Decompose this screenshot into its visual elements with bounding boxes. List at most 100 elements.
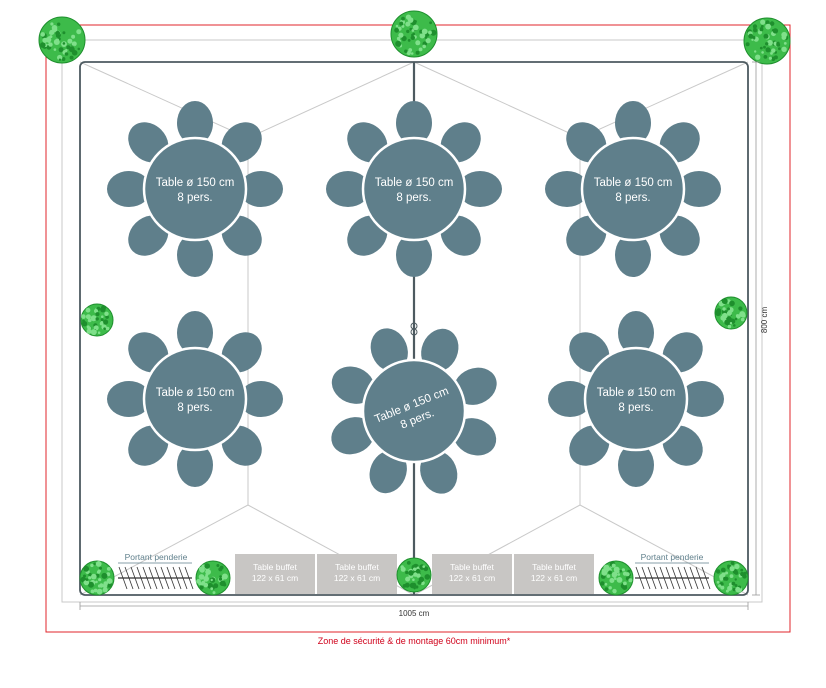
round-table-1[interactable]: Table ø 150 cm 8 pers. (107, 101, 283, 277)
chair (453, 367, 497, 405)
hanger (178, 566, 188, 590)
leaf (88, 572, 92, 577)
buffet-label-line1: Table buffet (335, 562, 379, 572)
leaf (219, 581, 225, 586)
round-tables: Table ø 150 cm 8 pers. Table ø 150 cm 8 … (107, 101, 724, 525)
leaf (740, 571, 745, 577)
leaf (90, 589, 95, 594)
buffet-table-3[interactable]: Table buffet 122 x 61 cm (432, 554, 512, 594)
hanger (166, 566, 176, 590)
leaf (739, 311, 746, 318)
leaf (781, 31, 788, 38)
chair (615, 233, 651, 277)
leaf (406, 561, 411, 565)
leaf (105, 315, 109, 319)
leaf (407, 39, 411, 42)
leaf (608, 586, 612, 590)
buffet-label-line2: 122 x 61 cm (334, 573, 380, 583)
leaf (415, 40, 421, 46)
hanger (118, 566, 128, 590)
leaf (753, 26, 757, 30)
leaf (734, 563, 740, 570)
leaf (768, 56, 773, 60)
chair (239, 381, 283, 417)
leaf (409, 27, 413, 31)
leaf (40, 32, 45, 37)
leaf (716, 569, 721, 574)
leaf (419, 32, 426, 39)
buffet-label-line2: 122 x 61 cm (531, 573, 577, 583)
buffet-label-line1: Table buffet (532, 562, 576, 572)
hanger (695, 566, 705, 590)
leaf (765, 23, 771, 30)
leaf (99, 566, 102, 570)
leaf (608, 570, 612, 575)
leaf (769, 21, 775, 26)
clothes-rack-right[interactable]: Portant penderie (635, 552, 711, 590)
table-label-line2: 8 pers. (396, 192, 431, 204)
chair (458, 171, 502, 207)
leaf (778, 47, 781, 51)
round-table-icon (580, 136, 686, 242)
leaf (52, 27, 58, 33)
leaf (763, 45, 766, 49)
plants (38, 10, 791, 596)
leaf (725, 589, 729, 593)
leaf (617, 573, 621, 576)
buffet-table-1[interactable]: Table buffet 122 x 61 cm (235, 554, 315, 594)
buffet-table-2[interactable]: Table buffet 122 x 61 cm (317, 554, 397, 594)
leaf (218, 567, 223, 572)
leaf (82, 319, 85, 323)
plant-icon (714, 296, 748, 330)
leaf (62, 31, 66, 35)
leaf (99, 321, 104, 326)
leaf (95, 317, 99, 321)
leaf (760, 25, 764, 28)
round-table-3[interactable]: Table ø 150 cm 8 pers. (545, 101, 721, 277)
round-table-2[interactable]: Table ø 150 cm 8 pers. (326, 101, 502, 277)
leaf (735, 586, 741, 593)
leaf (87, 326, 92, 331)
leaf (429, 21, 432, 25)
leaf (733, 324, 736, 327)
leaf (716, 580, 720, 584)
buffet-table-4[interactable]: Table buffet 122 x 61 cm (514, 554, 594, 594)
leaf (729, 566, 735, 572)
leaf (776, 42, 781, 47)
leaf (86, 328, 92, 334)
chair (107, 171, 151, 207)
round-table-5[interactable]: Table ø 150 cm 8 pers. (299, 296, 528, 525)
leaf (611, 563, 616, 568)
rack-label: Portant penderie (125, 552, 188, 562)
leaf (411, 29, 415, 32)
round-table-4[interactable]: Table ø 150 cm 8 pers. (107, 311, 283, 487)
leaf (399, 21, 404, 26)
plant-icon (38, 16, 86, 64)
leaf (398, 32, 404, 38)
chair (331, 366, 375, 404)
leaf (91, 573, 97, 580)
round-table-6[interactable]: Table ø 150 cm 8 pers. (548, 311, 724, 487)
leaf (722, 307, 726, 311)
hanger (124, 566, 134, 590)
leaf (412, 578, 415, 581)
buffet-tables: Table buffet 122 x 61 cm Table buffet 12… (235, 554, 594, 594)
leaf (406, 29, 410, 34)
leaf (755, 54, 761, 60)
leaf (405, 21, 411, 27)
hanger (148, 566, 158, 590)
leaf (212, 591, 216, 595)
leaf (94, 309, 98, 313)
chair (677, 171, 721, 207)
leaf (49, 31, 52, 35)
leaf (410, 52, 414, 55)
leaf (199, 585, 204, 590)
leaf (53, 39, 60, 45)
leaf (770, 52, 773, 55)
chair (680, 381, 724, 417)
leaf (65, 49, 68, 52)
clothes-rack-left[interactable]: Portant penderie (118, 552, 194, 590)
leaf (412, 24, 419, 31)
